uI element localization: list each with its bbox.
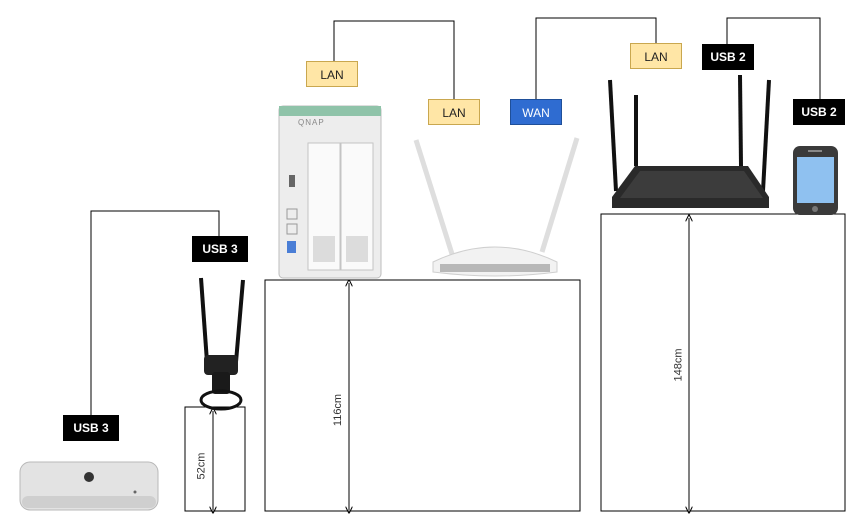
- router-shelf: [600, 213, 846, 512]
- nas-image: [278, 105, 382, 279]
- usb2-label-right: USB 2: [793, 99, 845, 125]
- nas-shelf: [264, 279, 581, 512]
- lan-label-asus: LAN: [630, 43, 682, 69]
- usb3-label-bottom: USB 3: [63, 415, 119, 441]
- white-router-image: [413, 137, 580, 277]
- lan-label-nas: LAN: [306, 61, 358, 87]
- usb3-label-top: USB 3: [192, 236, 248, 262]
- nas-lan-cable: [333, 20, 455, 100]
- usb2-label-top: USB 2: [702, 44, 754, 70]
- nas-logo: QNAP: [298, 118, 325, 127]
- wan-cable: [535, 17, 657, 100]
- wan-label: WAN: [510, 99, 562, 125]
- usb3-cable: [90, 210, 220, 415]
- phone-image: [793, 146, 838, 215]
- adapter-shelf: [184, 406, 246, 512]
- nas-height-label: 116cm: [332, 393, 345, 427]
- asus-router-image: [608, 74, 771, 208]
- mac-mini-image: [19, 461, 159, 511]
- router-height-label: 148cm: [672, 348, 685, 382]
- adapter-height-label: 52cm: [195, 452, 208, 480]
- usb-wifi-adapter-image: [199, 277, 245, 411]
- usb2-cable: [726, 17, 821, 100]
- lan-label-router: LAN: [428, 99, 480, 125]
